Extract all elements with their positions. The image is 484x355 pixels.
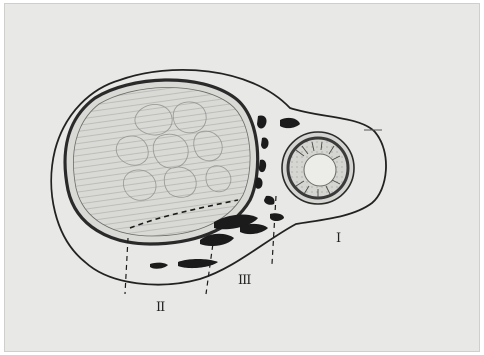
region-label-I: I — [336, 231, 340, 246]
region-label-II: II — [156, 300, 164, 315]
large-mass-fill — [73, 87, 250, 236]
region-label-III: III — [238, 273, 250, 288]
divider-line-left — [125, 238, 128, 294]
divider-line-right — [272, 196, 276, 264]
small-mass-core — [304, 154, 336, 186]
